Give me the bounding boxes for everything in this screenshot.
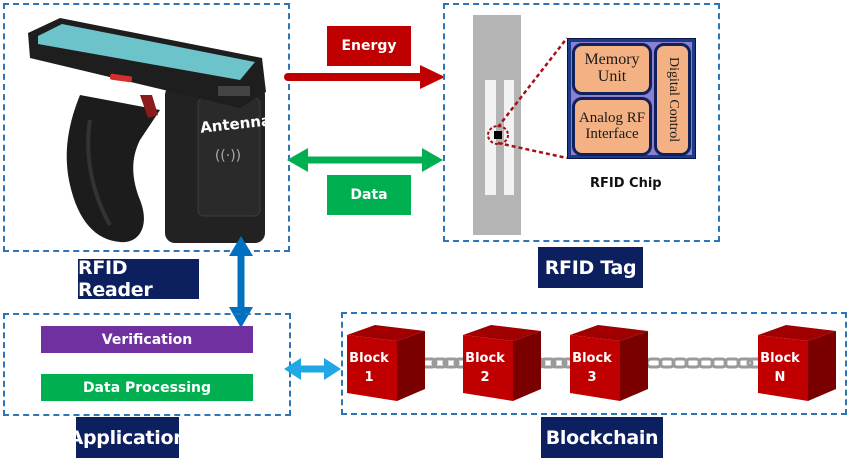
block-label: Block 2 [465, 350, 505, 388]
reader-application-arrow-icon [229, 236, 253, 328]
tag-group-box [443, 3, 720, 242]
chip-memory-unit: Memory Unit [572, 43, 652, 95]
svg-text:((·)): ((·)) [215, 148, 241, 164]
blockchain-group-box [341, 312, 847, 415]
block-title: Block [760, 351, 800, 366]
block-id: 3 [587, 369, 597, 385]
block-cube-icon [347, 325, 425, 401]
verification-layer: Verification [41, 326, 253, 353]
chain-link-icon [645, 357, 764, 369]
data-bidirectional-arrow-icon [287, 148, 443, 172]
block-id: N [774, 369, 786, 385]
application-group-box [3, 313, 291, 416]
block-id: 1 [364, 369, 374, 385]
rfid-reader-label: RFID Reader [78, 257, 199, 301]
block-cube-icon [463, 325, 541, 401]
rfid-chip-caption: RFID Chip [590, 176, 662, 191]
chip-digital-control: Digital Control [654, 43, 691, 156]
block-label: Block 3 [572, 350, 612, 388]
block-title: Block [349, 351, 389, 366]
block-label: Block N [760, 350, 800, 388]
rfid-tag-label: RFID Tag [538, 247, 643, 288]
block-label: Block 1 [349, 350, 389, 388]
data-label: Data [327, 175, 411, 215]
reader-group-box [3, 3, 290, 252]
block-cube-icon [570, 325, 648, 401]
chip-analog-rf-interface: Analog RF Interface [572, 97, 652, 156]
energy-label: Energy [327, 26, 411, 66]
block-title: Block [465, 351, 505, 366]
data-processing-layer: Data Processing [41, 374, 253, 401]
application-label: Application [69, 417, 187, 458]
rfid-tag-icon [473, 15, 568, 235]
energy-arrow-icon [284, 65, 445, 89]
chip-digital-control-text: Digital Control [665, 56, 681, 143]
rfid-reader-device-icon: ((·)) [28, 18, 266, 243]
blockchain-label: Blockchain [541, 417, 663, 458]
application-blockchain-arrow-icon [284, 358, 341, 380]
block-cube-icon [758, 325, 836, 401]
block-title: Block [572, 351, 612, 366]
block-id: 2 [480, 369, 490, 385]
